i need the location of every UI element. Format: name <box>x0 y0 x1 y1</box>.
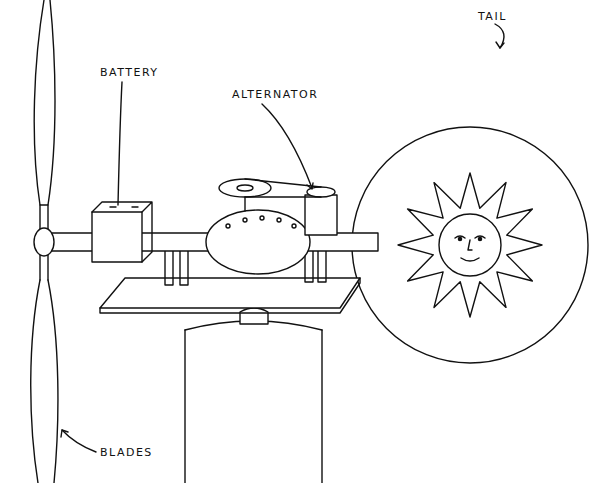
leader-line <box>118 82 122 205</box>
part-label: BATTERY <box>100 66 159 79</box>
part-label: BLADES <box>100 446 153 459</box>
battery-terminals <box>110 206 138 207</box>
bolt <box>277 218 281 222</box>
upper-blade <box>34 0 55 205</box>
arrow-head <box>496 42 504 48</box>
gear-housing <box>206 210 310 274</box>
pole <box>185 330 322 483</box>
battery-box <box>92 212 142 262</box>
pulley-hub <box>237 185 253 191</box>
bracket <box>165 250 188 285</box>
lower-blade <box>31 280 58 483</box>
sun-nose-mouth <box>461 240 479 261</box>
drive-pulley <box>219 179 271 197</box>
pole-bearing <box>240 308 268 324</box>
pulley-stem <box>244 197 245 211</box>
arrow-head <box>61 430 68 437</box>
leader-line <box>495 24 504 48</box>
bolt <box>226 224 230 228</box>
tail-disc <box>352 127 588 363</box>
plate-edge <box>100 278 360 313</box>
leader-line <box>262 104 312 188</box>
alternator-body <box>305 195 337 235</box>
bolt <box>292 224 296 228</box>
part-label: TAIL <box>478 10 507 23</box>
sun-pupil <box>458 237 461 240</box>
battery-top <box>92 202 152 262</box>
hub <box>34 228 54 256</box>
sun-pupil <box>478 237 481 240</box>
bolt <box>243 218 247 222</box>
bolt <box>260 216 264 220</box>
bracket <box>305 250 326 282</box>
sun-rays <box>398 173 542 317</box>
sun-face <box>439 214 501 276</box>
part-label: ALTERNATOR <box>232 88 318 101</box>
arrow-head <box>307 183 313 189</box>
leader-line <box>62 430 96 452</box>
